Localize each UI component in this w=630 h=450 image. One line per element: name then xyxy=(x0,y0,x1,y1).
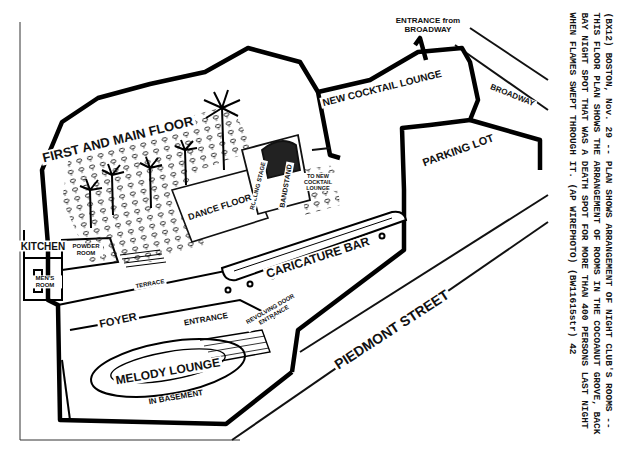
area-label: FOYER xyxy=(96,310,140,331)
area-label: KITCHEN xyxy=(19,241,67,252)
area-label: TO NEW COCKTAIL LOUNGE xyxy=(296,173,340,191)
area-label: TERRACE xyxy=(133,278,167,290)
stairs xyxy=(120,250,166,267)
table-area xyxy=(62,105,340,262)
melody-lounge xyxy=(87,329,270,407)
area-label: POWDER ROOM xyxy=(69,243,103,256)
area-label: PIEDMONT STREET xyxy=(330,286,453,374)
area-label: MELODY LOUNGE xyxy=(113,356,223,388)
area-label: PARKING LOT xyxy=(419,131,497,169)
area-label: MEN'S ROOM xyxy=(28,275,62,288)
caricature-bar xyxy=(222,212,406,293)
building-walls xyxy=(42,38,540,424)
street-lines xyxy=(232,28,548,440)
area-label: ENTRANCE from BROADWAY xyxy=(387,17,469,35)
photo-caption: (BX12) BOSTON, Nov. 29 -- PLAN SHOWS ARR… xyxy=(566,13,615,438)
area-label: REVOLVING DOOR ENTRANCE xyxy=(243,291,302,332)
area-label: ENTRANCE xyxy=(181,311,230,328)
area-label: IN BASEMENT xyxy=(146,389,206,408)
